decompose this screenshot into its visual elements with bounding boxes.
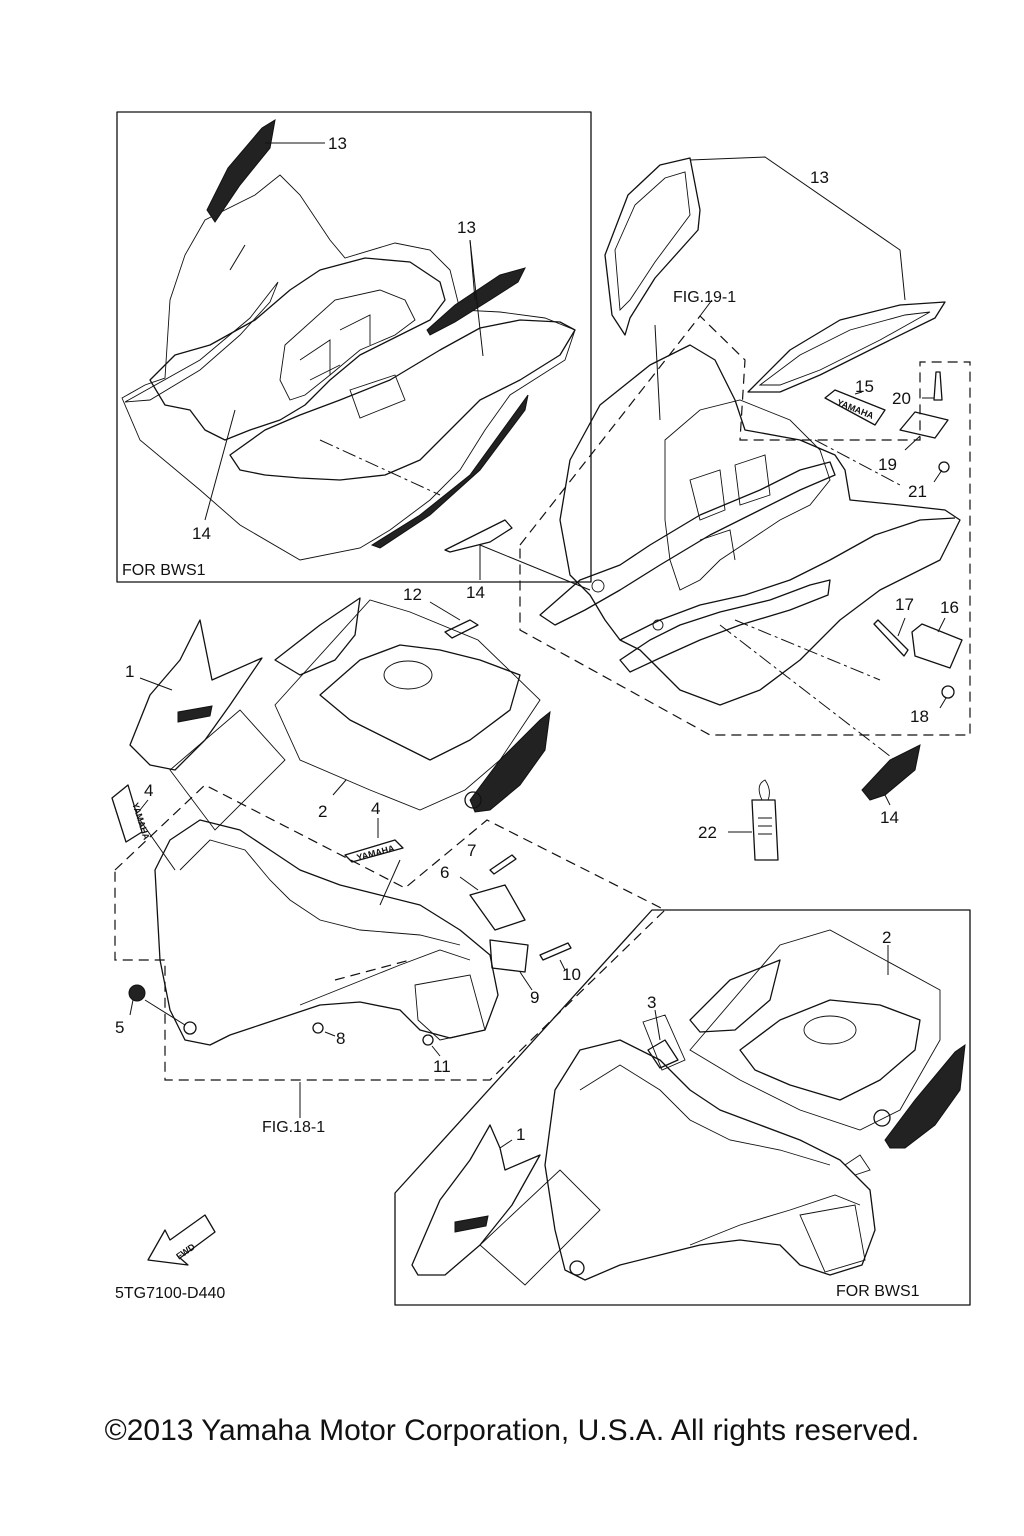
callout-17: 17 [895, 595, 914, 614]
callout-4: 4 [144, 781, 153, 800]
callout-4: 4 [371, 799, 380, 818]
callout-18: 18 [910, 707, 929, 726]
callout-5: 5 [115, 1018, 124, 1037]
callout-15: 15 [855, 377, 874, 396]
caption-for-bws1: FOR BWS1 [836, 1283, 920, 1300]
callout-6: 6 [440, 863, 449, 882]
callout-11: 11 [433, 1057, 451, 1076]
callout-9: 9 [530, 988, 539, 1007]
decal-yamaha-15: YAMAHA [836, 397, 876, 421]
callout-13: 13 [328, 134, 347, 153]
callout-13: 13 [810, 168, 829, 187]
callout-3: 3 [647, 993, 656, 1012]
drawing-code: 5TG7100-D440 [115, 1285, 225, 1302]
callout-19: 19 [878, 455, 897, 474]
inset-bottom-right: 1 3 2 FOR BWS1 [394, 909, 971, 1306]
callout-8: 8 [336, 1029, 345, 1048]
rear-fender-assembly: 13 FIG.19-1 YAMAHA 15 20 19 [444, 156, 971, 861]
inset-top-left: 13 13 14 FOR BWS1 [116, 111, 592, 583]
copyright-notice: ©2013 Yamaha Motor Corporation, U.S.A. A… [104, 1414, 920, 1447]
callout-14: 14 [466, 583, 485, 602]
callout-22: 22 [698, 823, 717, 842]
callout-13: 13 [457, 218, 476, 237]
front-fender-assembly: 1 2 12 YAMAHA 4 YAMAHA 4 FIG.18-1 [111, 585, 667, 1136]
callout-14: 14 [880, 808, 899, 827]
callout-7: 7 [467, 841, 476, 860]
callout-2: 2 [318, 802, 327, 821]
fwd-label: FWD [174, 1241, 197, 1261]
caption-for-bws1: FOR BWS1 [122, 562, 206, 579]
caption-fig-18-1: FIG.18-1 [262, 1119, 325, 1136]
fwd-arrow: FWD [147, 1214, 216, 1266]
callout-2: 2 [882, 928, 891, 947]
callout-12: 12 [403, 585, 422, 604]
callout-10: 10 [562, 965, 581, 984]
callout-16: 16 [940, 598, 959, 617]
callout-20: 20 [892, 389, 911, 408]
caption-fig-19-1: FIG.19-1 [673, 289, 736, 306]
callout-1: 1 [516, 1125, 525, 1144]
callout-14: 14 [192, 524, 211, 543]
callout-21: 21 [908, 482, 927, 501]
callout-1: 1 [125, 662, 134, 681]
